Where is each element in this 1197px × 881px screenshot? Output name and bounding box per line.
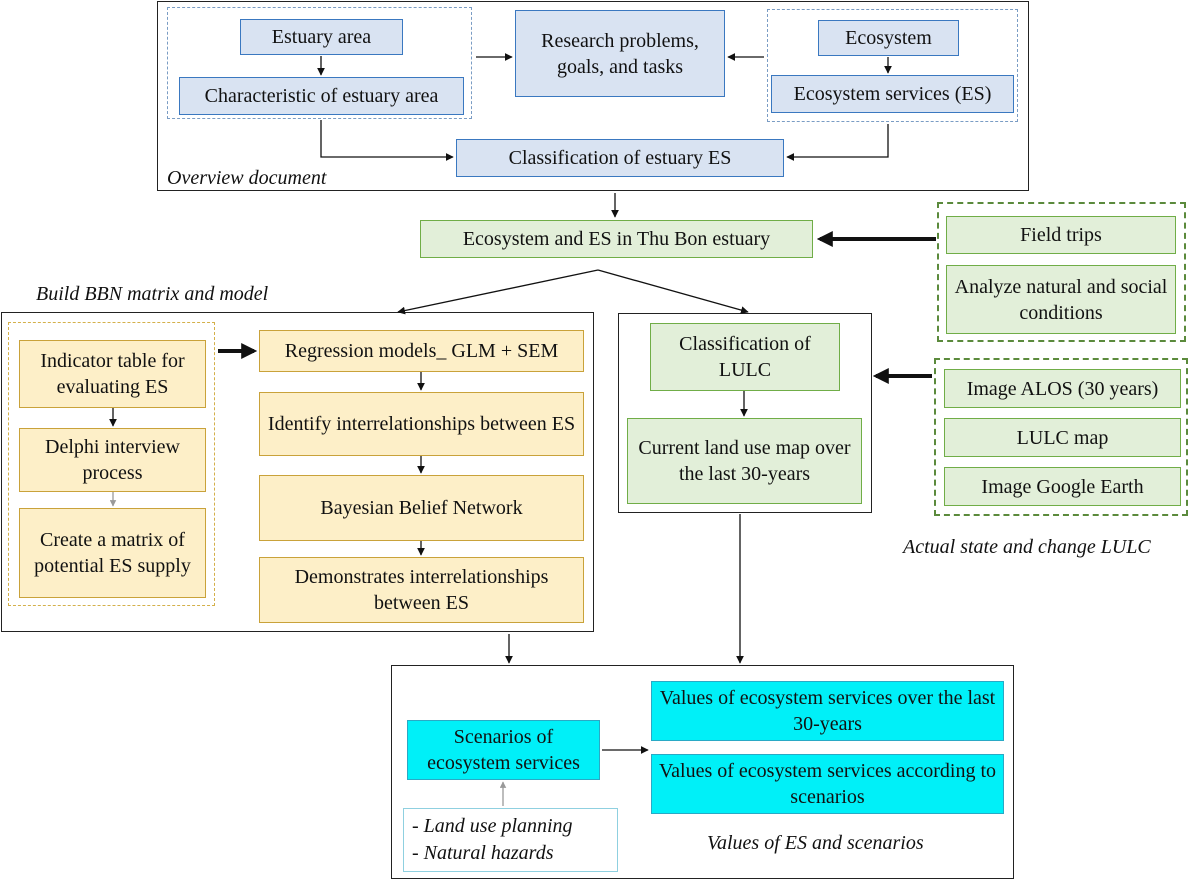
characteristic-box: Characteristic of estuary area (179, 77, 464, 115)
ecosystem-services-box: Ecosystem services (ES) (771, 75, 1014, 113)
values-caption: Values of ES and scenarios (707, 832, 924, 854)
indicator-box: Indicator table for evaluating ES (19, 340, 206, 408)
arrow-thubon-lulc (597, 269, 749, 314)
bayesian-box: Bayesian Belief Network (259, 475, 584, 541)
arrow-thubon-bbn (397, 269, 599, 315)
ecosystem-group (767, 9, 1018, 122)
scenarios-box: Scenarios of ecosystem services (407, 720, 600, 780)
lulc-map-box: LULC map (944, 418, 1181, 457)
lulc-caption: Actual state and change LULC (903, 536, 1151, 558)
note-natural-hazards: - Natural hazards (412, 842, 554, 864)
google-earth-box: Image Google Earth (944, 467, 1181, 506)
lulc-sources-group (934, 358, 1188, 516)
note-land-use: - Land use planning (412, 815, 573, 837)
identify-box: Identify interrelationships between ES (259, 392, 584, 456)
classification-lulc-box: Classification of LULC (650, 323, 840, 391)
regression-box: Regression models_ GLM + SEM (259, 330, 584, 372)
bbn-left-group (8, 322, 215, 606)
scenario-drivers-note: - Land use planning - Natural hazards (403, 808, 618, 872)
values-30-box: Values of ecosystem services over the la… (651, 681, 1004, 741)
alos-box: Image ALOS (30 years) (944, 369, 1181, 408)
current-map-box: Current land use map over the last 30-ye… (627, 418, 862, 504)
analyze-box: Analyze natural and social conditions (946, 265, 1176, 334)
ecosystem-box: Ecosystem (818, 20, 959, 56)
overview-caption: Overview document (167, 167, 327, 189)
bbn-caption: Build BBN matrix and model (36, 283, 269, 305)
field-trips-box: Field trips (946, 216, 1176, 254)
demonstrates-box: Demonstrates interrelationships between … (259, 557, 584, 623)
delphi-box: Delphi interview process (19, 428, 206, 492)
classification-es-box: Classification of estuary ES (456, 139, 784, 177)
estuary-area-box: Estuary area (240, 19, 403, 55)
matrix-box: Create a matrix of potential ES supply (19, 508, 206, 598)
research-box: Research problems, goals, and tasks (515, 10, 725, 97)
estuary-group (167, 7, 472, 119)
thu-bon-box: Ecosystem and ES in Thu Bon estuary (420, 220, 813, 258)
field-group (937, 202, 1186, 342)
values-scenarios-box: Values of ecosystem services according t… (651, 754, 1004, 814)
